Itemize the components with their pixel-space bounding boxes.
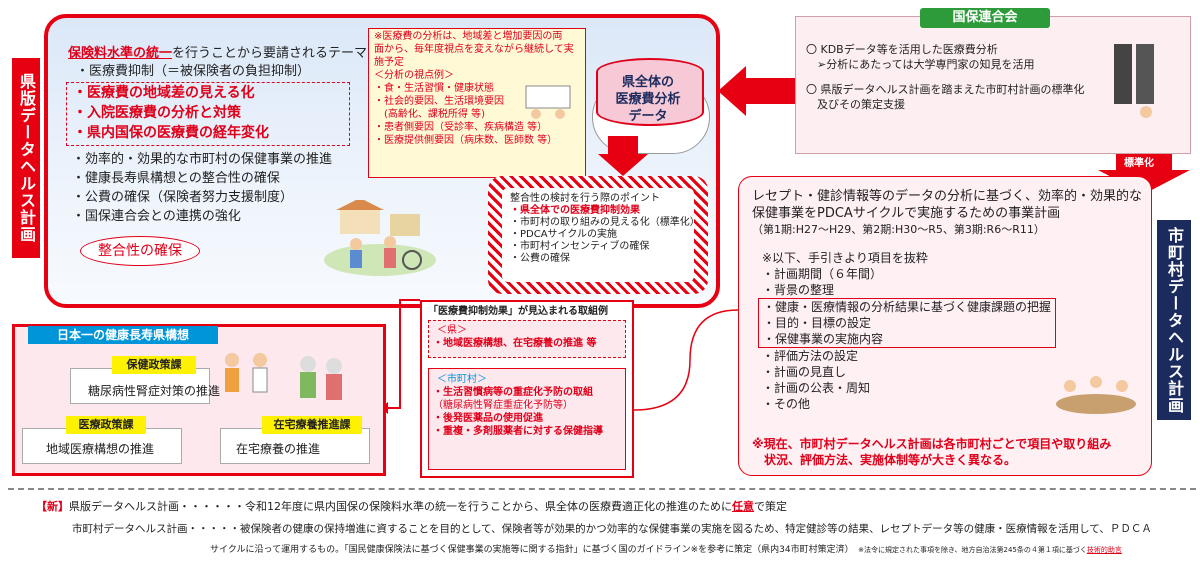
red-theme: ・医療費の地域差の見える化 [73, 85, 255, 101]
standardize-label: 標準化 [1124, 158, 1154, 169]
theme-item: ・国保連合会との連携の強化 [72, 209, 241, 224]
effect-title: 「医療費抑制効果」が見込まれる取組例 [428, 306, 608, 317]
tag-homecare-policy: 在宅療養推進課 [262, 416, 362, 434]
municipal-item: ・健康・医療情報の分析結果に基づく健康課題の把握 [763, 300, 1052, 314]
tag-medical-policy: 医療政策課 [66, 416, 146, 434]
longevity-text: 糖尿病性腎症対策の推進 [88, 384, 221, 398]
viewpoint-title: ＜分析の視点例＞ [374, 70, 454, 81]
municipal-highlight-box: ・健康・医療情報の分析結果に基づく健康課題の把握 ・目的・目標の設定 ・保健事業… [758, 298, 1057, 348]
consistency-oval: 整合性の確保 [80, 236, 200, 266]
kokuho-title: 国保連合会 [920, 8, 1050, 28]
municipal-desc-line: レセプト・健診情報等のデータの分析に基づく、効率的・効果的な [752, 189, 1143, 204]
cylinder-line: 県全体の [621, 75, 674, 90]
municipal-item: ・計画の公表・周知 [762, 381, 871, 395]
theme-line-cost: ・医療費抑制（＝被保険者の負担抑制） [76, 64, 311, 79]
red-theme: ・県内国保の医療費の経年変化 [73, 125, 269, 141]
kokuho-item: ➢分析にあたっては大学専門家の知見を活用 [806, 58, 1035, 71]
analysis-note-line: 施予定 [374, 57, 404, 68]
checkpoints-list: 整合性の検討を行う際のポイント ・県全体での医療費抑制効果 ・市町村の取り組みの… [510, 193, 700, 265]
effect-pref-item: ・地域医療構想、在宅療養の推進 等 [433, 338, 597, 349]
checkpoint-item: ・PDCAサイクルの実施 [510, 229, 618, 240]
checkpoint-item: ・県全体での医療費抑制効果 [510, 205, 640, 216]
connector-to-longevity [380, 299, 420, 414]
people-illustration [218, 350, 348, 410]
municipal-note: ※現在、市町村データヘルス計画は各市町村ごとで項目や取り組み 状況、評価方法、実… [752, 436, 1111, 468]
kokuho-item: 及びその策定支援 [806, 98, 905, 111]
kokuho-items: 〇 KDBデータ等を活用した医療費分析 ➢分析にあたっては大学専門家の知見を活用… [806, 42, 1085, 112]
checkpoint-item: ・公費の確保 [510, 253, 570, 264]
analysis-note: ※医療費の分析は、地域差と増加要因の両 面から、毎年度視点を変えながら継続して実… [374, 30, 574, 147]
theme-item: ・健康長寿県構想との整合性の確保 [72, 171, 280, 186]
arrow-down-icon [598, 136, 648, 176]
municipal-note-line: ※現在、市町村データヘルス計画は各市町村ごとで項目や取り組み [752, 437, 1112, 451]
effect-muni-item: （糖尿病性腎症重症化予防等） [433, 400, 573, 411]
theme-item: ・効率的・効果的な市町村の保健事業の推進 [72, 152, 333, 167]
municipal-item: ・計画期間（６年間） [762, 267, 883, 281]
effect-pref-label: ＜県＞ [437, 325, 467, 336]
server-illustration [1112, 40, 1158, 120]
longevity-title: 日本一の健康長寿県構想 [28, 326, 218, 344]
data-cylinder [596, 58, 704, 126]
municipal-item: ・その他 [762, 397, 811, 411]
meeting-illustration [522, 82, 574, 122]
kokuho-item: 〇 県版データヘルス計画を踏まえた市町村計画の標準化 [806, 83, 1085, 96]
connector-to-municipal [633, 309, 739, 411]
municipal-item: ・計画の見直し [762, 365, 847, 379]
effect-muni-box: ＜市町村＞ ・生活習慣病等の重症化予防の取組 （糖尿病性腎症重症化予防等） ・後… [428, 368, 626, 470]
longevity-text: 地域医療構想の推進 [46, 442, 155, 456]
cylinder-line: 医療費分析 [615, 92, 681, 107]
footer-line-1: 【新】県版データヘルス計画・・・・・・令和12年度に県内国保の保険料水準の統一を… [36, 500, 787, 513]
longevity-box-homecare [220, 428, 370, 464]
viewpoint-item: ・医療提供側要因（病床数、医師数 等） [374, 135, 558, 146]
effect-pref-box: ＜県＞ ・地域医療構想、在宅療養の推進 等 [428, 320, 626, 358]
viewpoint-item: ・食・生活習慣・健康状態 [374, 83, 494, 94]
analysis-note-line: 面から、毎年度視点を変えながら継続して実 [374, 44, 574, 55]
footer-notes [8, 488, 1196, 560]
theme-item: ・公費の確保（保険者努力支援制度） [72, 190, 294, 205]
viewpoint-item: ・患者側要因（受診率、疾病構造 等） [374, 122, 548, 133]
kokuho-item: 〇 KDBデータ等を活用した医療費分析 [806, 43, 998, 56]
community-illustration [320, 198, 440, 280]
municipal-item: ・目的・目標の設定 [763, 316, 872, 330]
checkpoints-box [502, 188, 694, 282]
municipal-item: ・背景の整理 [762, 283, 835, 297]
effect-muni-item: ・生活習慣病等の重症化予防の取組 [433, 387, 593, 398]
checkpoints-title: 整合性の検討を行う際のポイント [510, 193, 660, 204]
municipal-note-line: 状況、評価方法、実施体制等が大きく異なる。 [752, 453, 1017, 467]
municipal-plan-panel [738, 176, 1152, 476]
longevity-box-medical [22, 428, 182, 464]
effect-muni-item: ・重複・多剤服薬者に対する保健指導 [433, 426, 603, 437]
theme-list: ・効率的・効果的な市町村の保健事業の推進 ・健康長寿県構想との整合性の確保 ・公… [72, 150, 332, 226]
analysis-note-line: ※医療費の分析は、地域差と増加要因の両 [374, 31, 563, 42]
footer-line-3: サイクルに沿って運用するもの。「国民健康保険法に基づく保健事業の実施等に関する指… [210, 545, 1122, 555]
viewpoint-item: ・社会的要因、生活環境要因 [374, 96, 504, 107]
municipal-item: ※以下、手引きより項目を抜粋 [762, 251, 928, 265]
municipal-description: レセプト・健診情報等のデータの分析に基づく、効率的・効果的な 保健事業をPDCA… [752, 188, 1142, 238]
municipal-plan-tab: 市町村データヘルス計画 [1157, 220, 1191, 420]
municipal-items: ※以下、手引きより項目を抜粋 ・計画期間（６年間） ・背景の整理 ・健康・医療情… [758, 250, 1057, 412]
longevity-box-health [70, 368, 210, 404]
red-theme: ・入院医療費の分析と対策 [73, 105, 241, 121]
municipal-item: ・保健事業の実施内容 [763, 332, 884, 346]
tag-health-policy: 保健政策課 [112, 356, 196, 374]
viewpoint-item: (高齢化、課税所得 等) [374, 109, 485, 120]
meeting-table-illustration [1050, 370, 1142, 420]
checkpoint-item: ・市町村インセンティブの確保 [510, 241, 650, 252]
arrow-left-icon [718, 66, 796, 116]
red-themes-box: ・医療費の地域差の見える化 ・入院医療費の分析と対策 ・県内国保の医療費の経年変… [66, 82, 350, 146]
municipal-item: ・評価方法の設定 [762, 349, 859, 363]
longevity-text: 在宅療養の推進 [236, 442, 321, 456]
effect-muni-label: ＜市町村＞ [437, 374, 487, 385]
cylinder-label: 県全体の 医療費分析 データ [600, 74, 696, 125]
cylinder-line: データ [628, 109, 668, 124]
municipal-periods: （第1期:H27～H29、第2期:H30～R5、第3期:R6～R11） [752, 223, 1045, 236]
theme-heading: 保険料水準の統一を行うことから要請されるテーマ [68, 46, 368, 61]
checkpoint-item: ・市町村の取り組みの見える化（標準化） [510, 217, 700, 228]
effect-muni-item: ・後発医薬品の使用促進 [433, 413, 543, 424]
footer-line-2: 市町村データヘルス計画・・・・・被保険者の健康の保持増進に資することを目的として… [72, 523, 1152, 535]
prefecture-plan-tab: 県版データヘルス計画 [12, 58, 40, 258]
arrow-down-standardize-icon [1098, 154, 1190, 194]
municipal-desc-line: 保健事業をPDCAサイクルで実施するための事業計画 [752, 206, 1061, 221]
